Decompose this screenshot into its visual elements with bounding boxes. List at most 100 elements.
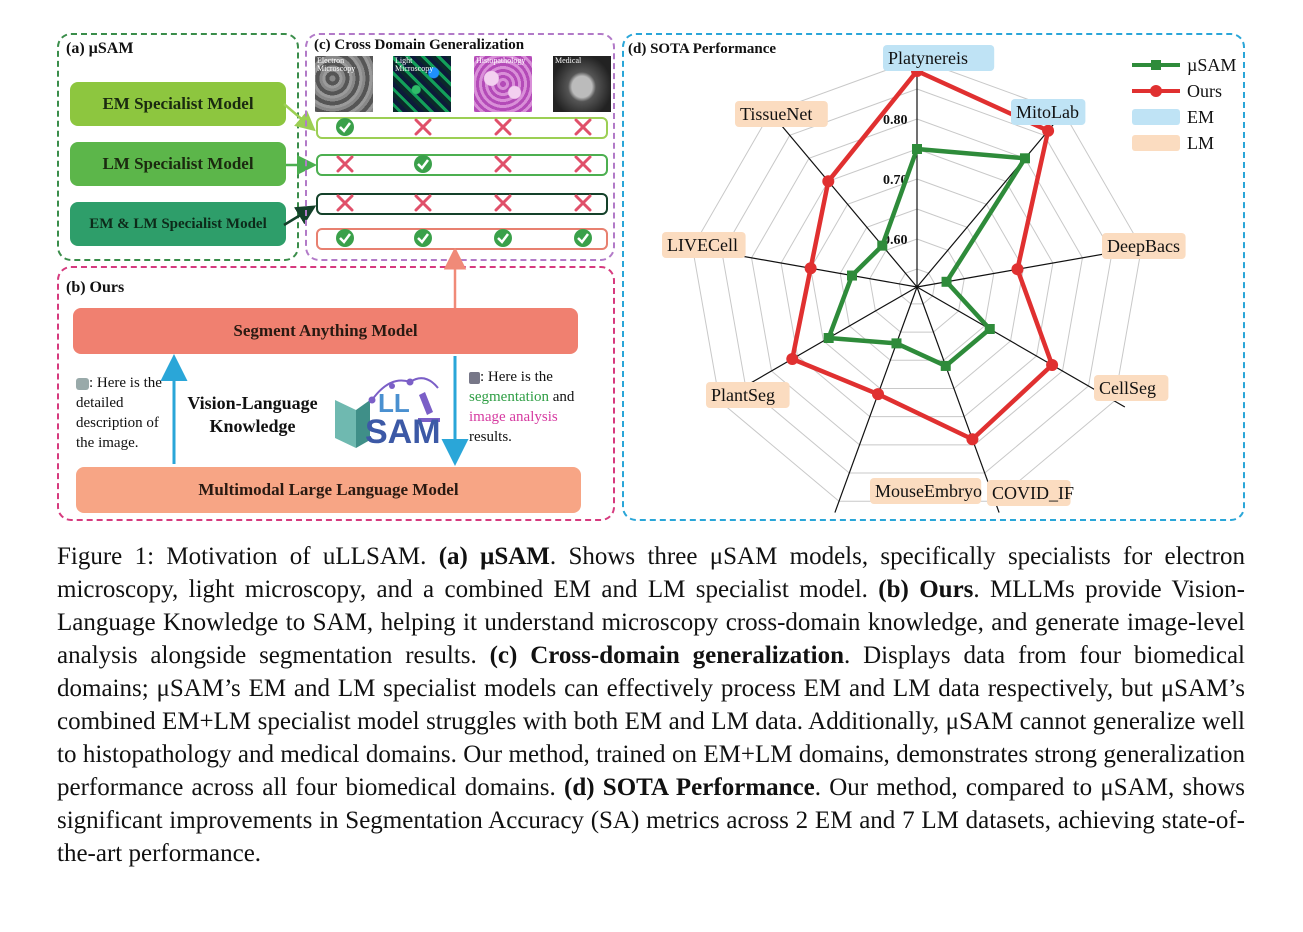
radar-point: [1042, 124, 1055, 137]
legend-marker: [1150, 85, 1162, 97]
thumb-label: Light Microscopy: [395, 56, 434, 73]
radar-category-bg: [706, 382, 790, 408]
cross-icon: [573, 154, 593, 174]
radar-category-label: Platynereis: [888, 48, 968, 68]
result-row-emlm: [316, 193, 608, 215]
legend-label: EM: [1187, 107, 1214, 127]
thumb-light-microscopy: Light Microscopy: [393, 56, 451, 112]
caption-d-tag: (d) SOTA Performance: [564, 774, 815, 801]
radar-point: [823, 333, 834, 343]
result-row-lm: [316, 154, 608, 176]
right-note-1: : Here is the: [480, 369, 553, 385]
radar-point: [872, 388, 885, 401]
radar-point: [822, 175, 835, 188]
caption-c-text: . Displays data from four biomedical dom…: [57, 642, 1245, 801]
check-icon: [573, 228, 593, 248]
cross-icon: [573, 117, 593, 137]
legend-swatch: [1132, 135, 1180, 151]
radar-category-label: CellSeg: [1099, 378, 1156, 398]
legend-label: µSAM: [1187, 55, 1236, 75]
vlk-line1: Vision-Language: [187, 393, 318, 413]
right-note-seg: segmentation: [469, 389, 549, 405]
sam-output-note: : Here is the segmentation and image ana…: [469, 367, 579, 447]
panel-b-arrows: [160, 248, 469, 466]
em-lm-specialist-model: EM & LM Specialist Model: [70, 202, 286, 246]
radar-category-bg: [987, 480, 1071, 506]
check-icon: [335, 228, 355, 248]
mllm-block: Multimodal Large Language Model: [76, 467, 581, 513]
radar-spoke: [916, 286, 1126, 408]
radar-point: [1011, 263, 1024, 276]
radar-category-label: TissueNet: [740, 104, 812, 124]
em-specialist-model: EM Specialist Model: [70, 82, 286, 126]
logo-ll: LL: [378, 388, 410, 418]
radar-category-bg: [662, 232, 746, 258]
radar-tick-label: 0.70: [883, 173, 908, 188]
radar-point: [804, 262, 817, 275]
radar-point: [966, 433, 979, 446]
sam-block: Segment Anything Model: [73, 308, 578, 354]
right-note-and: and: [552, 389, 575, 405]
caption-b-text: . MLLMs provide Vision-Language Knowledg…: [57, 576, 1245, 669]
radar-category-label: LIVECell: [667, 235, 738, 255]
thumb-histopathology: Histopathology: [474, 56, 532, 112]
result-row-em: [316, 117, 608, 139]
radar-point: [1019, 153, 1030, 164]
radar-grid-ring: [839, 208, 995, 361]
mllm-description-note: : Here is the detailed description of th…: [76, 373, 171, 453]
vlk-label: Vision-Language Knowledge: [175, 392, 330, 438]
radar-point: [786, 353, 799, 365]
radar-point: [941, 276, 952, 287]
check-icon: [413, 228, 433, 248]
legend-label: LM: [1187, 133, 1214, 153]
radar-category-bg: [1011, 99, 1086, 125]
lm-specialist-model: LM Specialist Model: [70, 142, 286, 186]
figure-caption: Figure 1: Motivation of uLLSAM. (a) μSAM…: [57, 540, 1245, 870]
radar-chart: 0.600.700.800.90PlatynereisMitoLabDeepBa…: [662, 45, 1236, 513]
cross-icon: [493, 154, 513, 174]
vlk-line2: Knowledge: [209, 416, 296, 436]
panel-c-title: (c) Cross Domain Generalization: [314, 37, 525, 53]
caption-c-tag: (c) Cross-domain generalization: [489, 642, 844, 669]
radar-tick-label: 0.80: [883, 113, 908, 128]
radar-category-bg: [1094, 375, 1169, 401]
legend-swatch: [1132, 109, 1180, 125]
cross-icon: [493, 117, 513, 137]
radar-point: [940, 360, 951, 371]
logo-sam: SAM: [365, 413, 441, 451]
radar-category-label: DeepBacs: [1107, 236, 1180, 256]
legend-label: Ours: [1187, 81, 1222, 101]
radar-tick-label: 0.60: [883, 233, 908, 248]
radar-category-bg: [870, 478, 982, 504]
radar-grid-ring: [721, 88, 1113, 474]
panel-b-title: (b) Ours: [66, 279, 125, 296]
cross-icon: [335, 154, 355, 174]
radar-point: [877, 240, 888, 251]
radar-category-label: PlantSeg: [711, 385, 775, 405]
thumb-label: Electron Microscopy: [317, 56, 356, 73]
thumb-electron-microscopy: Electron Microscopy: [315, 56, 373, 112]
thumb-label: Histopathology: [476, 56, 526, 65]
cross-icon: [413, 193, 433, 213]
caption-d-text: . Our method, compared to μSAM, shows si…: [57, 774, 1245, 867]
caption-a-name: μSAM: [480, 543, 550, 570]
panel-d: [622, 33, 1245, 521]
panel-d-title: (d) SOTA Performance: [628, 41, 777, 57]
cross-icon: [413, 117, 433, 137]
radar-spoke: [762, 102, 918, 288]
thumb-medical: Medical: [553, 56, 611, 112]
radar-grid-ring: [751, 118, 1083, 446]
check-icon: [335, 117, 355, 137]
microscope-icon: [469, 371, 480, 384]
llsam-logo: [335, 377, 440, 448]
radar-category-bg: [735, 101, 828, 127]
caption-fig: Figure 1: Motivation of uLLSAM.: [57, 543, 439, 570]
radar-series-line: [789, 68, 1055, 442]
caption-a-tag: (a): [438, 543, 468, 570]
check-icon: [413, 154, 433, 174]
radar-point: [847, 270, 858, 281]
radar-point: [984, 324, 995, 334]
panel-a: [57, 33, 299, 261]
radar-category-bg: [1102, 233, 1186, 259]
radar-series-line: [825, 146, 1029, 369]
